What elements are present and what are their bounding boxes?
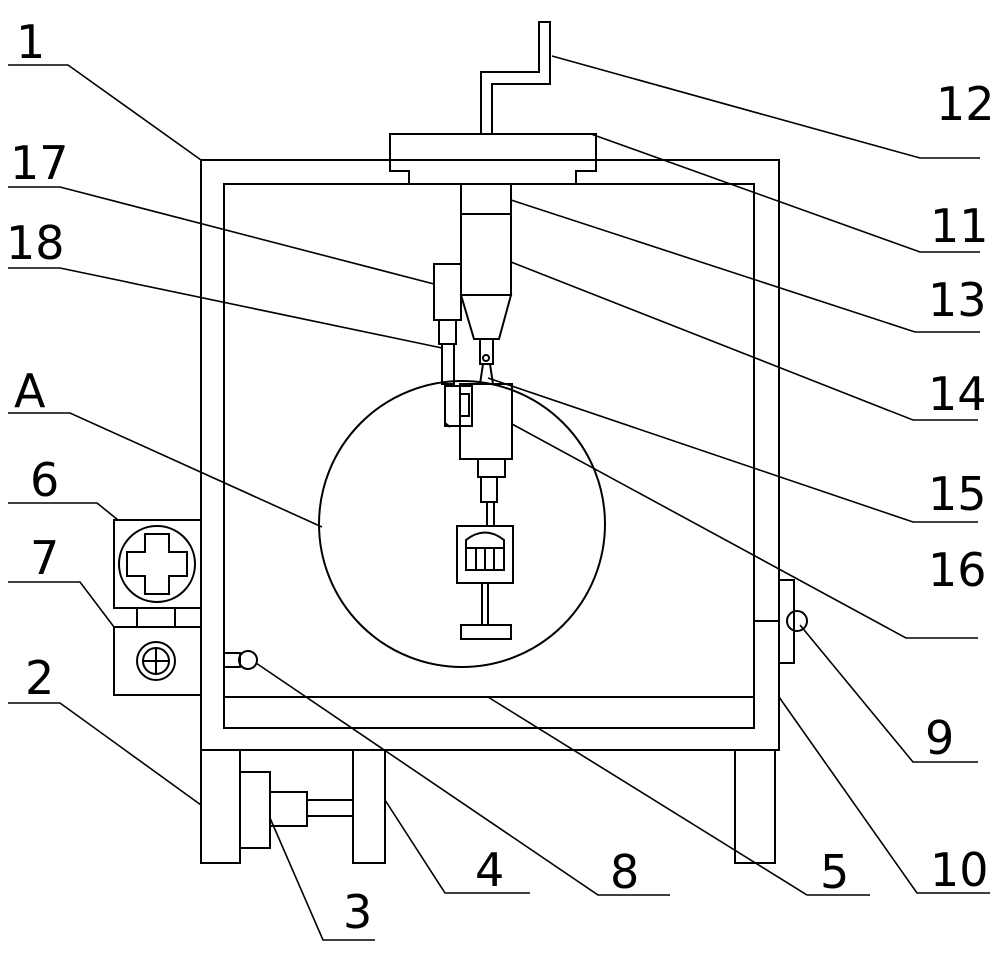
leader-13 (510, 199, 980, 333)
lower-shaft (481, 582, 489, 626)
top-cover (389, 21, 597, 185)
coupling-upper (477, 458, 506, 478)
label-17: 17 (10, 136, 69, 190)
pump-box (113, 626, 202, 696)
inlet-valve (223, 650, 258, 670)
label-1: 1 (16, 15, 45, 69)
motor-body (269, 791, 308, 827)
motor-shaft (306, 799, 354, 817)
mixer-mechanism (444, 383, 514, 640)
label-16: 16 (928, 543, 987, 597)
outlet-valve-circle (786, 610, 808, 632)
outlet-valve (754, 579, 808, 664)
label-10: 10 (930, 843, 989, 897)
pump-circle (136, 641, 176, 681)
drive-motor (460, 183, 512, 296)
fan-circle (118, 525, 196, 603)
label-11: 11 (930, 199, 989, 253)
crank-handle (480, 21, 551, 134)
coupling-lower (480, 476, 498, 503)
valve-stub (223, 652, 241, 668)
label-12: 12 (936, 77, 995, 131)
leader-4 (384, 799, 530, 894)
drive-column (459, 183, 513, 385)
label-5: 5 (820, 845, 849, 899)
label-2: 2 (25, 651, 54, 705)
label-9: 9 (925, 711, 954, 765)
paddle (460, 624, 512, 640)
cover-plate (389, 133, 597, 185)
label-6: 6 (30, 453, 59, 507)
leader-a (8, 412, 323, 528)
side-actuator (433, 263, 462, 385)
label-18: 18 (6, 216, 65, 270)
leader-5 (487, 696, 870, 896)
leader-2 (8, 702, 202, 806)
leader-18 (8, 267, 443, 349)
actuator-body (433, 263, 462, 321)
leader-lines (8, 55, 990, 941)
leader-11 (590, 133, 980, 253)
fan-box (113, 519, 202, 609)
valve-circle (238, 650, 258, 670)
upper-shaft (486, 501, 495, 527)
label-a: A (14, 364, 46, 418)
leg-mid (352, 749, 386, 864)
side-units (113, 519, 202, 696)
gearbox-tick (444, 422, 451, 428)
gearbox-side (444, 385, 473, 427)
gearbox (459, 383, 513, 460)
label-14: 14 (928, 367, 987, 421)
leader-16 (511, 423, 978, 639)
leader-15 (487, 377, 978, 523)
leader-10 (778, 696, 990, 894)
labels: 1 17 18 A 6 7 2 3 4 8 5 10 9 16 15 14 13… (6, 15, 995, 939)
fan-cross-icon (126, 533, 188, 595)
gearbox-slot (459, 393, 470, 417)
leader-1 (8, 64, 202, 161)
drive-pin (482, 354, 490, 362)
leader-6 (8, 502, 119, 521)
label-3: 3 (343, 885, 372, 939)
leader-3 (269, 817, 375, 941)
leg-left (200, 749, 241, 864)
drive-link-b (489, 363, 494, 385)
detail-circle-a (318, 380, 606, 668)
actuator-rod (441, 343, 455, 385)
label-7: 7 (30, 531, 59, 585)
drive-neck (479, 338, 494, 365)
outer-wall (200, 159, 780, 751)
leader-17 (8, 186, 435, 285)
bottom-motor (239, 771, 354, 849)
drive-link-a (479, 363, 484, 385)
label-15: 15 (928, 467, 987, 521)
leader-8 (255, 662, 670, 896)
impeller-head (465, 531, 505, 571)
label-8: 8 (610, 845, 639, 899)
drive-taper (459, 294, 513, 340)
leg-right (734, 749, 776, 864)
label-13: 13 (928, 273, 987, 327)
label-4: 4 (475, 843, 504, 897)
actuator-rod-housing (438, 319, 457, 345)
inner-wall (223, 183, 755, 729)
leader-12 (551, 55, 980, 159)
leader-7 (8, 581, 115, 628)
tank-housing (200, 159, 780, 751)
leader-14 (510, 261, 978, 421)
motor-flange (239, 771, 271, 849)
leader-9 (799, 624, 978, 763)
